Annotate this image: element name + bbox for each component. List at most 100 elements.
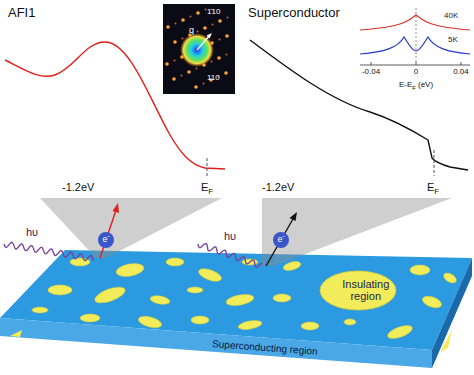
panel-title: Superconductor bbox=[248, 6, 340, 20]
electron-label: e- bbox=[277, 235, 284, 245]
bragg-spot bbox=[203, 26, 207, 30]
tick-label: -0.04 bbox=[362, 68, 380, 77]
edge-patch bbox=[440, 330, 452, 352]
bragg-spot bbox=[166, 25, 170, 29]
region-label: Insulating region bbox=[335, 278, 398, 302]
superlattice-spot bbox=[197, 31, 199, 33]
superlattice-spot bbox=[174, 60, 176, 62]
insulating-patch bbox=[80, 314, 100, 322]
superlattice-spot bbox=[196, 68, 198, 70]
spectrum-5k bbox=[360, 37, 470, 54]
electron bbox=[98, 232, 114, 248]
slab-front bbox=[0, 318, 432, 368]
vector-label: q bbox=[189, 26, 194, 36]
insulating-region: Insulating region bbox=[319, 270, 397, 311]
electron-arrowhead bbox=[290, 212, 298, 221]
edge-patch bbox=[10, 330, 22, 337]
photon-wave bbox=[4, 242, 94, 260]
diffraction-image bbox=[163, 4, 235, 94]
miller-index: 1̄10 bbox=[207, 8, 220, 17]
energy-label: -1.2eV bbox=[262, 181, 294, 193]
insulating-patch bbox=[410, 265, 430, 275]
insulating-patch bbox=[32, 307, 48, 313]
tick bbox=[371, 62, 372, 65]
insulating-patch bbox=[237, 319, 262, 331]
region-outline bbox=[320, 271, 396, 310]
central-beam bbox=[180, 33, 214, 67]
energy-label: EF bbox=[201, 181, 213, 193]
insulating-patch bbox=[301, 322, 319, 330]
bragg-spot bbox=[165, 62, 169, 66]
probe-cone bbox=[40, 198, 222, 258]
probe-cone bbox=[262, 198, 452, 266]
superlattice-spot bbox=[182, 38, 184, 40]
insulating-patch bbox=[115, 262, 145, 279]
miller-index: 110 bbox=[207, 74, 220, 83]
diffraction-ground bbox=[163, 4, 235, 94]
q-arrow bbox=[197, 35, 210, 50]
superlattice-spot bbox=[190, 16, 192, 18]
bragg-spot bbox=[225, 34, 229, 38]
superlattice-spot bbox=[175, 23, 177, 25]
electron-arrowhead bbox=[113, 203, 120, 213]
bragg-spot bbox=[194, 85, 198, 89]
superlattice-spot bbox=[227, 17, 229, 19]
insulating-patch bbox=[386, 323, 414, 341]
photon-wave bbox=[198, 244, 262, 268]
slab-side bbox=[432, 258, 472, 368]
superlattice-spot bbox=[212, 24, 214, 26]
insulating-patch bbox=[93, 284, 127, 306]
tick-label: 0 bbox=[414, 68, 418, 77]
bragg-spot bbox=[196, 11, 200, 15]
superconductor-panel: Superconductor40K5K-0.0400.04E-EF (eV) bbox=[240, 0, 474, 200]
diffraction-inset: q 1̄10 110 bbox=[163, 4, 235, 94]
gap-spectrum-inset: 40K5K-0.0400.04E-EF (eV) bbox=[354, 6, 472, 96]
insulating-patch bbox=[149, 294, 170, 305]
photon-label: hυ bbox=[224, 230, 236, 242]
insulating-patch bbox=[273, 294, 291, 302]
insulating-patch bbox=[344, 319, 356, 325]
bragg-spot bbox=[218, 19, 222, 23]
insulating-patch bbox=[421, 294, 443, 310]
insulating-patch bbox=[197, 266, 223, 284]
bragg-spot bbox=[217, 56, 221, 60]
superlattice-spot bbox=[226, 54, 228, 56]
insulating-patch bbox=[166, 258, 184, 266]
fermi-dash bbox=[207, 158, 208, 177]
insulating-patch bbox=[137, 314, 163, 330]
electron-path bbox=[266, 219, 293, 266]
insulating-patch bbox=[48, 285, 72, 295]
photon-label: hυ bbox=[26, 226, 38, 238]
tick bbox=[416, 62, 417, 65]
insulating-patch bbox=[442, 271, 458, 285]
bragg-spot bbox=[173, 40, 177, 44]
superlattice-spot bbox=[219, 39, 221, 41]
superlattice-spot bbox=[181, 75, 183, 77]
afi-panel: AFI1 q 1̄10 110 bbox=[0, 0, 237, 200]
insulating-patch bbox=[191, 316, 209, 324]
tick bbox=[461, 62, 462, 65]
inset-ground bbox=[354, 6, 472, 96]
superlattice-spot bbox=[211, 61, 213, 63]
electron bbox=[273, 232, 289, 248]
energy-label: EF bbox=[427, 181, 439, 193]
fermi-dash bbox=[416, 8, 417, 64]
superlattice-spot bbox=[203, 83, 205, 85]
bragg-spot bbox=[224, 71, 228, 75]
fermi-dash bbox=[434, 150, 435, 176]
panel-title: AFI1 bbox=[8, 6, 35, 20]
bragg-spot bbox=[187, 70, 191, 74]
insulating-patch bbox=[187, 287, 203, 293]
bragg-spot bbox=[172, 77, 176, 81]
q-arrowhead bbox=[207, 33, 213, 39]
sample-slab: Superconducting regionInsulating region bbox=[0, 190, 474, 375]
insulating-patch bbox=[225, 293, 254, 308]
temperature-label: 40K bbox=[444, 12, 458, 21]
superlattice-spot bbox=[205, 9, 207, 11]
electron-label: e- bbox=[102, 235, 109, 245]
energy-label: -1.2eV bbox=[62, 181, 94, 193]
temperature-label: 5K bbox=[448, 36, 458, 45]
axis-line bbox=[360, 65, 470, 66]
bragg-spot bbox=[181, 18, 185, 22]
